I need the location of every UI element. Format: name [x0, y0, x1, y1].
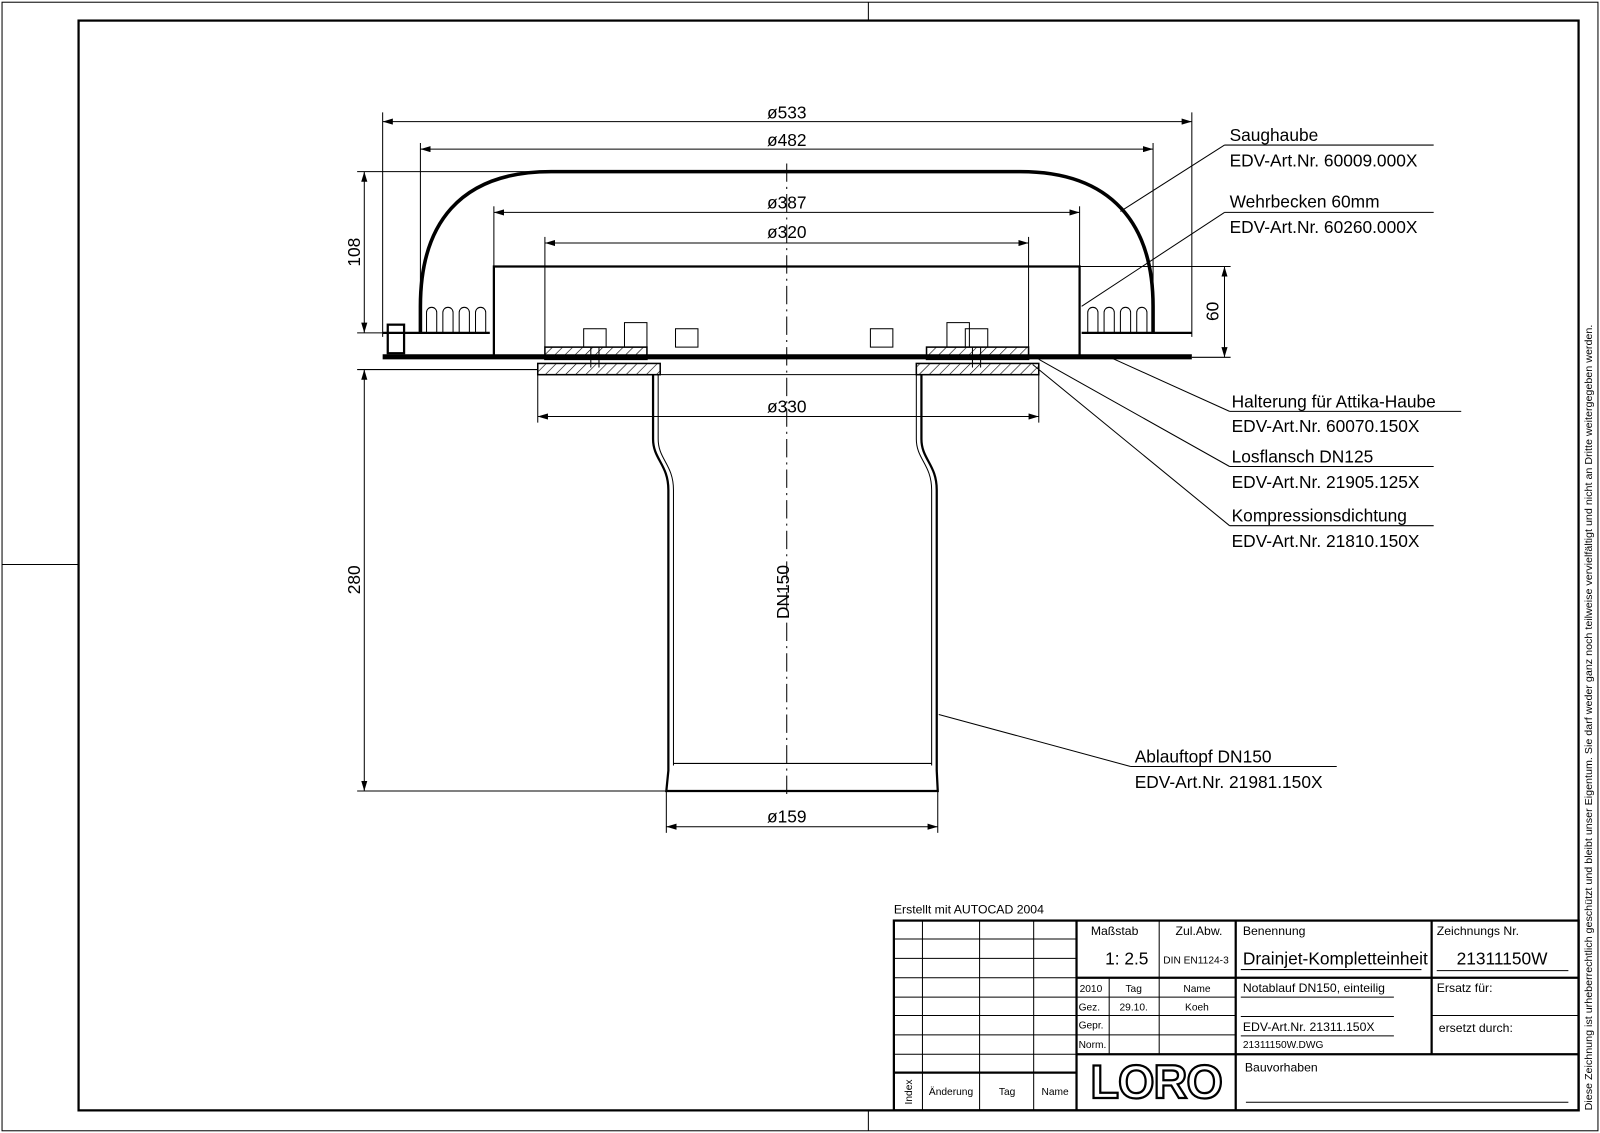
title-block-designation-line2: Notablauf DN150, einteilig [1243, 981, 1385, 995]
weir-basin-shape [492, 265, 1081, 358]
title-block-scale-label: Maßstab [1091, 924, 1139, 938]
title-block-drawn-label: Gez. [1079, 1002, 1101, 1013]
drawing-parts-2-name: Halterung für Attika-Haube [1232, 391, 1436, 411]
dim-330: ø330 [767, 396, 807, 416]
title-block-norm-label: Norm. [1079, 1040, 1107, 1051]
drawing-number: 21311150W [1457, 948, 1549, 968]
title-block-tolerance-label: Zul.Abw. [1176, 924, 1223, 938]
suction-hood-shape [418, 169, 1155, 333]
title-block-day-label: Tag [1125, 984, 1142, 995]
dim-320: ø320 [767, 222, 807, 242]
callout-saughaube: Saughaube EDV-Art.Nr. 60009.000X [1120, 125, 1434, 212]
holder-bolt [386, 323, 406, 355]
title-block-change-day-label: Tag [999, 1087, 1016, 1098]
drawing-parts-0-art: EDV-Art.Nr. 60009.000X [1230, 150, 1418, 170]
title-block-designation-label: Benennung [1243, 924, 1306, 938]
dim-387: ø387 [767, 192, 807, 212]
title-block-replaced-by: ersetzt durch: [1439, 1021, 1513, 1035]
title-block-project: Bauvorhaben [1245, 1061, 1318, 1075]
drawing-parts-5-name: Ablauftopf DN150 [1135, 746, 1272, 766]
drain-pot-shape [651, 374, 939, 793]
drawing-parts-1-name: Wehrbecken 60mm [1230, 191, 1380, 211]
title-block-year: 2010 [1080, 984, 1103, 995]
title-block-drawn-name: Koeh [1185, 1002, 1209, 1013]
title-block-drawing-no-label: Zeichnungs Nr. [1437, 924, 1519, 938]
drawing-parts-3-art: EDV-Art.Nr. 21905.125X [1232, 472, 1420, 492]
callout-wehrbecken: Wehrbecken 60mm EDV-Art.Nr. 60260.000X [1081, 191, 1434, 307]
title-block-art-nr: EDV-Art.Nr. 21311.150X [1243, 1020, 1375, 1034]
callout-ablauftopf: Ablauftopf DN150 EDV-Art.Nr. 21981.150X [938, 713, 1337, 792]
title-block-tolerance-value: DIN EN1124-3 [1163, 955, 1229, 966]
title-block-index-label: Index [904, 1080, 915, 1105]
created-with: Erstellt mit AUTOCAD 2004 [894, 902, 1044, 916]
loro-logo: LORO [1090, 1056, 1221, 1108]
drawing-parts-0-name: Saughaube [1230, 125, 1319, 145]
title-block-checked-label: Gepr. [1079, 1021, 1104, 1032]
callout-halterung: Halterung für Attika-Haube EDV-Art.Nr. 6… [1112, 357, 1462, 436]
title-block-name-label: Name [1183, 984, 1211, 995]
designation-value: Drainjet-Kompletteinheit [1243, 948, 1428, 968]
drawing-parts-5-art: EDV-Art.Nr. 21981.150X [1135, 772, 1323, 792]
callout-losflansch: Losflansch DN125 EDV-Art.Nr. 21905.125X [1038, 358, 1434, 492]
title-block-scale-value: 1: 2.5 [1105, 948, 1148, 968]
dim-482: ø482 [767, 130, 807, 150]
dim-280: 280 [344, 565, 364, 594]
title-block-dwg-file: 21311150W.DWG [1243, 1040, 1324, 1051]
dim-108: 108 [344, 238, 364, 267]
drain-assembly-drawing [382, 163, 1192, 797]
drawing-parts-4-name: Kompressionsdichtung [1232, 506, 1407, 526]
dimensions: ø533 ø482 ø387 ø320 ø330 ø159 108 60 280… [344, 103, 1231, 833]
drawing-parts-4-art: EDV-Art.Nr. 21810.150X [1232, 531, 1420, 551]
hood-slots [426, 306, 1148, 333]
title-block-change-name-label: Name [1042, 1087, 1070, 1098]
dim-60: 60 [1202, 302, 1222, 321]
drawing-parts-2-art: EDV-Art.Nr. 60070.150X [1232, 416, 1420, 436]
drawing-parts-3-name: Losflansch DN125 [1232, 446, 1374, 466]
part-callouts: Saughaube EDV-Art.Nr. 60009.000X Wehrbec… [938, 125, 1462, 792]
callout-kompressionsdichtung: Kompressionsdichtung EDV-Art.Nr. 21810.1… [1032, 364, 1434, 551]
dim-dn150: DN150 [773, 565, 793, 619]
title-block: Erstellt mit AUTOCAD 2004 Index Änderung… [892, 902, 1580, 1112]
dim-533: ø533 [767, 103, 807, 123]
dim-159: ø159 [767, 807, 807, 827]
title-block-drawn-date: 29.10. [1120, 1002, 1148, 1013]
title-block-replacement-for: Ersatz für: [1437, 981, 1493, 995]
title-block-change-label: Änderung [929, 1086, 974, 1098]
drawing-parts-1-art: EDV-Art.Nr. 60260.000X [1230, 217, 1418, 237]
copyright-notice: Diese Zeichnung ist urheberrechtlich ges… [1584, 325, 1595, 1111]
